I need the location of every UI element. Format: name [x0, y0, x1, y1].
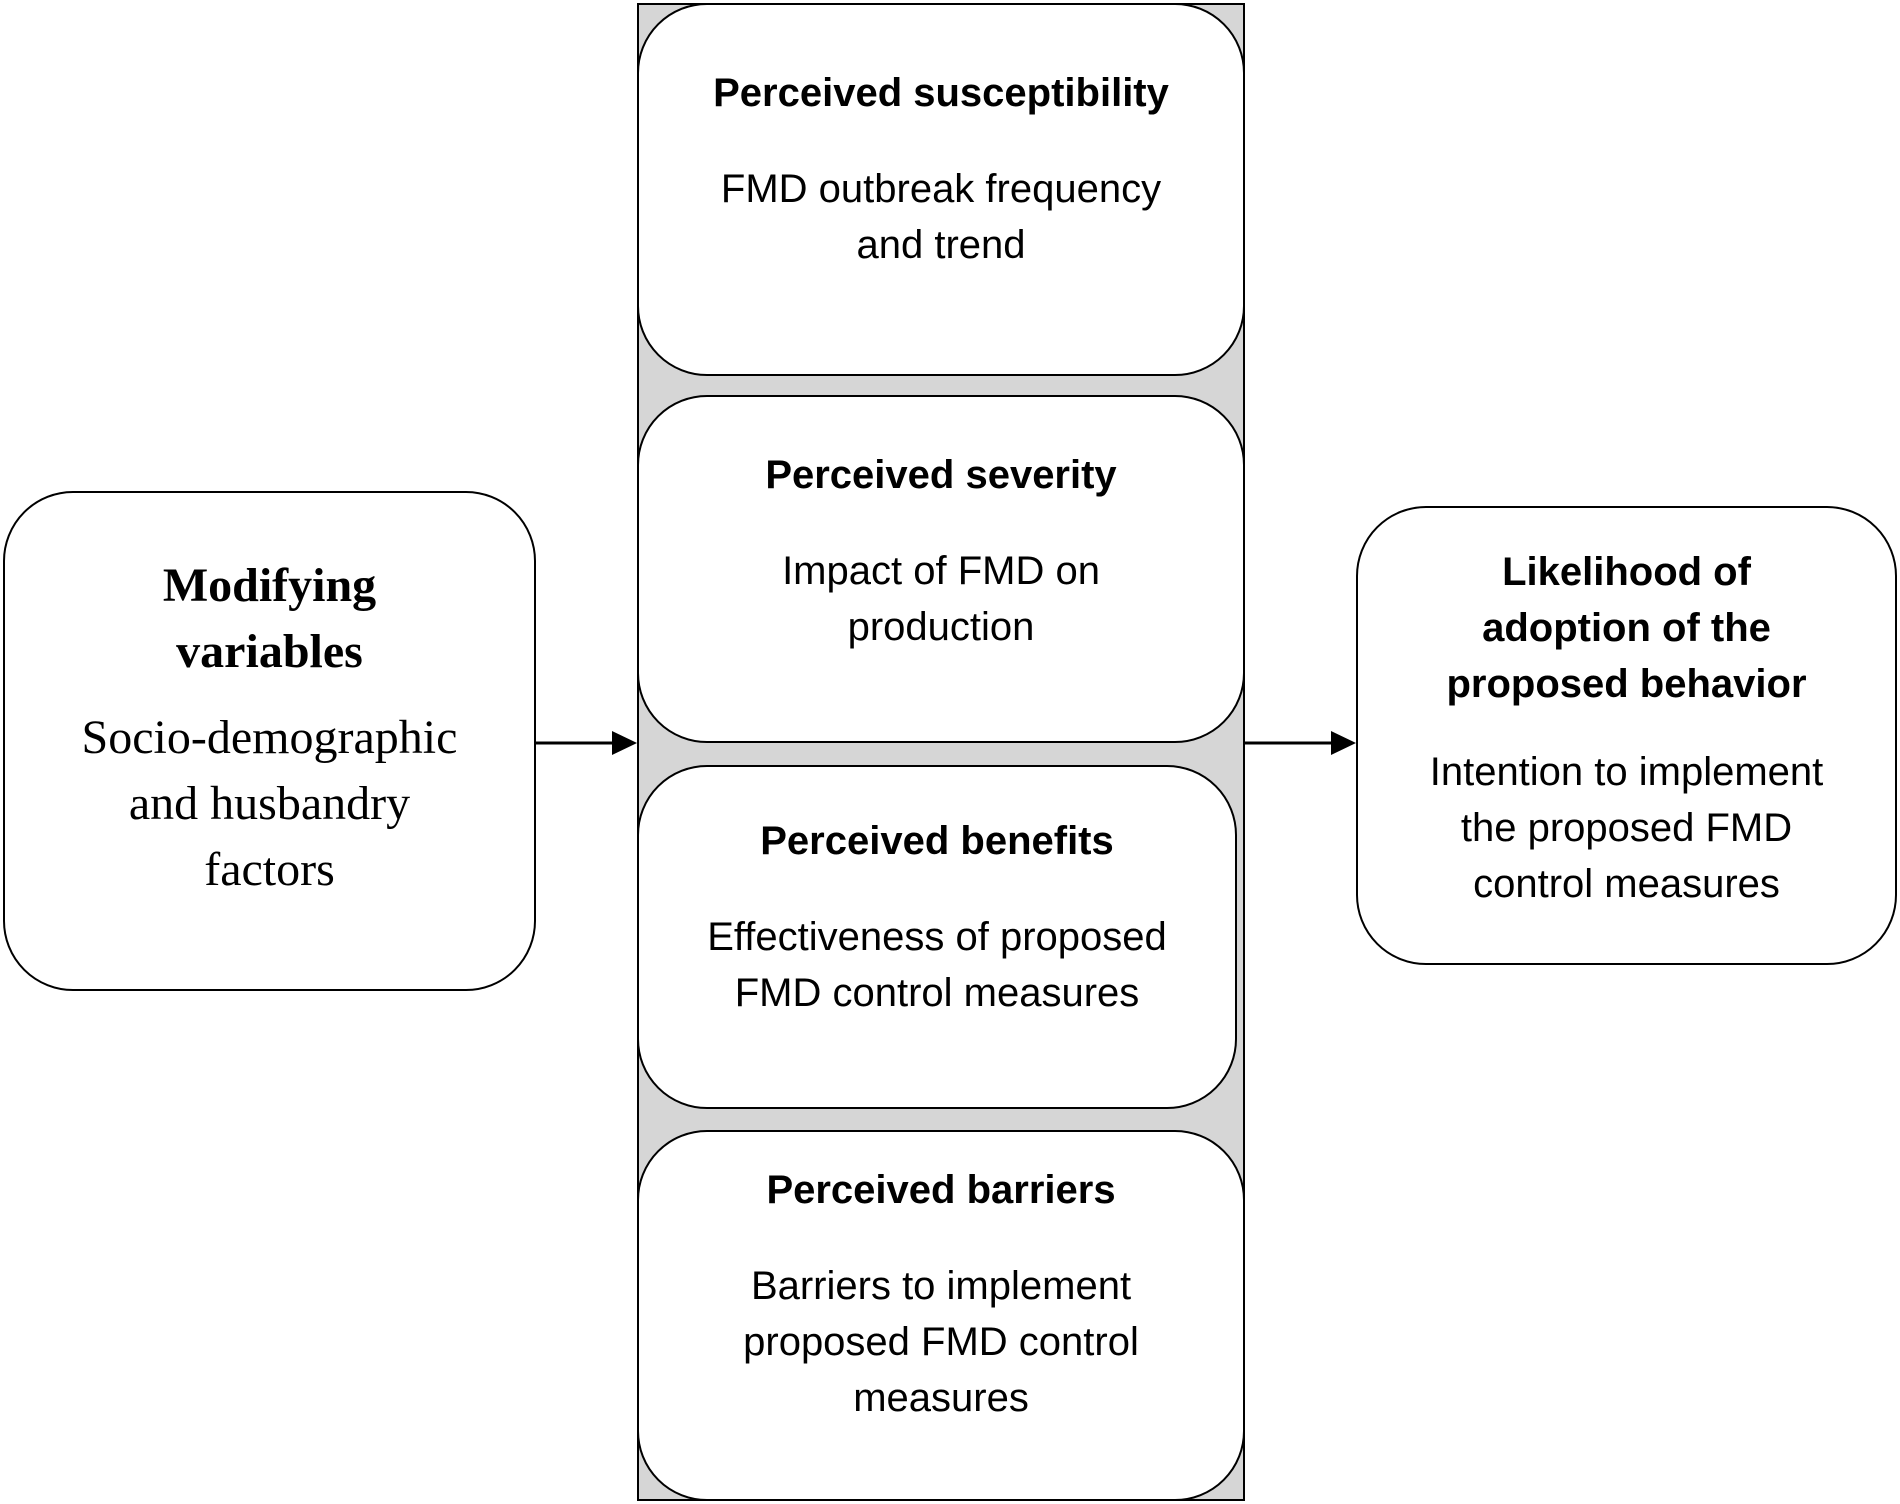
perceived-severity-box: Perceived severity Impact of FMD on prod…: [637, 395, 1245, 743]
arrow-modifying-to-column: [536, 731, 637, 755]
likelihood-description: Intention to implement the proposed FMD …: [1429, 750, 1824, 906]
perceived-susceptibility-box: Perceived susceptibility FMD outbreak fr…: [637, 3, 1245, 376]
likelihood-box: Likelihood of adoption of the proposed b…: [1356, 506, 1897, 965]
perceived-barriers-title: Perceived barriers: [766, 1168, 1116, 1212]
modifying-variables-title: Modifying variables: [162, 559, 377, 678]
perceived-barriers-description: Barriers to implement proposed FMD contr…: [743, 1264, 1139, 1420]
perceived-benefits-box: Perceived benefits Effectiveness of prop…: [637, 765, 1237, 1109]
perceived-benefits-title: Perceived benefits: [760, 819, 1114, 863]
modifying-variables-box: Modifying variables Socio-demographic an…: [3, 491, 536, 991]
perceived-susceptibility-description: FMD outbreak frequency and trend: [720, 167, 1162, 267]
perceived-barriers-box: Perceived barriers Barriers to implement…: [637, 1130, 1245, 1501]
perceived-benefits-description: Effectiveness of proposed FMD control me…: [707, 915, 1167, 1015]
likelihood-title: Likelihood of adoption of the proposed b…: [1446, 550, 1807, 706]
perceived-severity-title: Perceived severity: [765, 453, 1117, 497]
arrow-column-to-likelihood: [1245, 731, 1356, 755]
perceived-severity-description: Impact of FMD on production: [782, 549, 1100, 649]
perceived-susceptibility-title: Perceived susceptibility: [713, 71, 1169, 115]
modifying-variables-description: Socio-demographic and husbandry factors: [81, 711, 458, 896]
